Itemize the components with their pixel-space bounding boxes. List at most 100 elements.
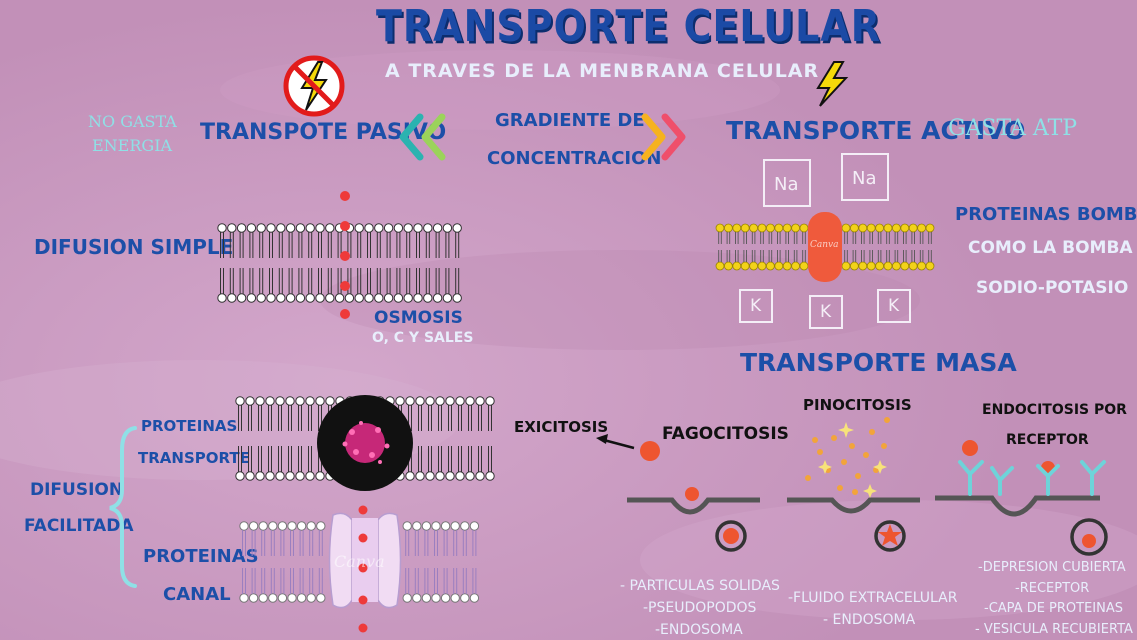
phospholipid-head	[412, 567, 422, 603]
phospholipid-head	[460, 567, 470, 603]
phospholipid-head	[757, 249, 767, 271]
phospholipid-head	[900, 249, 910, 271]
phospholipid-head	[723, 223, 733, 245]
phospholipid-head	[266, 223, 276, 259]
phospholipid-head	[791, 223, 801, 245]
phospholipid-head	[423, 223, 433, 259]
sodium-label-2: Na	[852, 168, 877, 189]
phospholipid-head	[900, 223, 910, 245]
pino-list-item-2: - ENDOSOMA	[823, 612, 916, 628]
membrane-simple-diffusion	[217, 223, 462, 303]
phospholipid-head	[295, 267, 306, 303]
pino-list-item-1: -FLUIDO EXTRACELULAR	[788, 590, 958, 606]
phospholipid-head	[236, 267, 247, 303]
phospholipid-head	[445, 396, 455, 432]
phospholipid-head	[858, 223, 868, 245]
phospholipid-head	[925, 223, 935, 245]
phospholipid-head	[715, 249, 725, 271]
phospholipid-head	[393, 223, 404, 259]
phospholipid-head	[421, 521, 432, 557]
phospholipid-head	[469, 567, 480, 603]
phospholipid-head	[891, 249, 901, 271]
phospholipid-head	[236, 223, 247, 259]
phospholipid-head	[415, 396, 425, 432]
phospholipid-head	[732, 249, 742, 271]
pump-label-3: SODIO-POTASIO	[976, 278, 1129, 298]
pump-label-2: COMO LA BOMBA	[968, 238, 1133, 258]
phospholipid-head	[774, 223, 784, 245]
endo-list-item-4: - VESICULA RECUBIERTA	[975, 622, 1133, 637]
phospholipid-head	[354, 267, 364, 303]
phospholipid-head	[450, 567, 460, 603]
endocytosis-diagram	[935, 440, 1108, 556]
phospholipid-head	[412, 521, 422, 557]
phospholipid-head	[431, 567, 441, 603]
phospholipid-head	[325, 267, 335, 303]
phospholipid-head	[866, 249, 876, 271]
phospholipid-head	[849, 249, 859, 271]
pump-protein	[808, 212, 842, 282]
sodium-ions	[763, 153, 889, 207]
phospholipid-head	[782, 249, 792, 271]
phospholipid-head	[403, 267, 413, 303]
phospholipid-head	[255, 396, 265, 432]
lightning-icon	[816, 61, 849, 107]
phospholipid-head	[235, 396, 245, 432]
phospholipid-head	[265, 396, 275, 432]
phospholipid-head	[465, 445, 475, 481]
phospholipid-head	[440, 521, 451, 557]
phospholipid-head	[275, 396, 285, 432]
phospholipid-head	[246, 267, 257, 303]
phospholipid-head	[364, 267, 374, 303]
carrier-protein	[317, 395, 413, 491]
active-transport-heading: TRANSPORTE ACTIVO	[726, 116, 1026, 145]
pump-label-1: PROTEINAS BOMBA	[955, 204, 1137, 225]
phospholipid-head	[442, 223, 453, 259]
brace	[109, 426, 137, 588]
pinocytosis-label: PINOCITOSIS	[803, 396, 912, 414]
endocytosis-label-2: RECEPTOR	[1006, 432, 1089, 448]
phospholipid-head	[285, 396, 295, 432]
phago-list-item-3: -ENDOSOMA	[655, 622, 743, 638]
phospholipid-head	[452, 223, 462, 259]
pinocytosis-diagram	[787, 417, 920, 552]
phospholipid-head	[413, 267, 423, 303]
phospholipid-head	[421, 567, 432, 603]
channel-proteins-label-2: CANAL	[163, 584, 231, 605]
phospholipid-head	[235, 445, 245, 481]
phospholipid-head	[883, 249, 893, 271]
phospholipid-head	[295, 223, 306, 259]
potassium-ions	[739, 289, 911, 329]
no-energy-icon	[283, 55, 345, 117]
phospholipid-head	[268, 567, 278, 603]
phospholipid-head	[296, 567, 307, 603]
phospholipid-head	[306, 567, 316, 603]
gradient-label-2: CONCENTRACION	[487, 148, 662, 169]
phospholipid-head	[364, 223, 374, 259]
endo-list-item-2: -RECEPTOR	[1015, 581, 1090, 596]
bulk-transport-heading: TRANSPORTE MASA	[740, 348, 1017, 377]
phospholipid-head	[276, 223, 286, 259]
phospholipid-head	[316, 567, 326, 603]
phospholipid-head	[452, 267, 462, 303]
phospholipid-head	[908, 249, 918, 271]
phospholipid-head	[246, 223, 257, 259]
phospholipid-head	[431, 521, 441, 557]
phospholipid-head	[248, 567, 259, 603]
page-subtitle: A TRAVES DE LA MENBRANA CELULAR	[385, 60, 820, 82]
endo-list-item-3: -CAPA DE PROTEINAS	[984, 601, 1124, 616]
osmosis-particles	[340, 191, 350, 319]
phospholipid-head	[306, 521, 316, 557]
phospholipid-head	[287, 567, 297, 603]
phospholipid-head	[765, 223, 775, 245]
phospholipid-head	[258, 521, 268, 557]
chevron-left-icon	[399, 113, 446, 161]
phospholipid-head	[485, 396, 495, 432]
phospholipid-head	[402, 567, 412, 603]
phospholipid-head	[460, 521, 470, 557]
phagocytosis-diagram	[627, 487, 760, 552]
endo-list-item-1: -DEPRESION CUBIERTA	[978, 560, 1126, 575]
phospholipid-head	[749, 223, 759, 245]
phospholipid-head	[315, 223, 325, 259]
